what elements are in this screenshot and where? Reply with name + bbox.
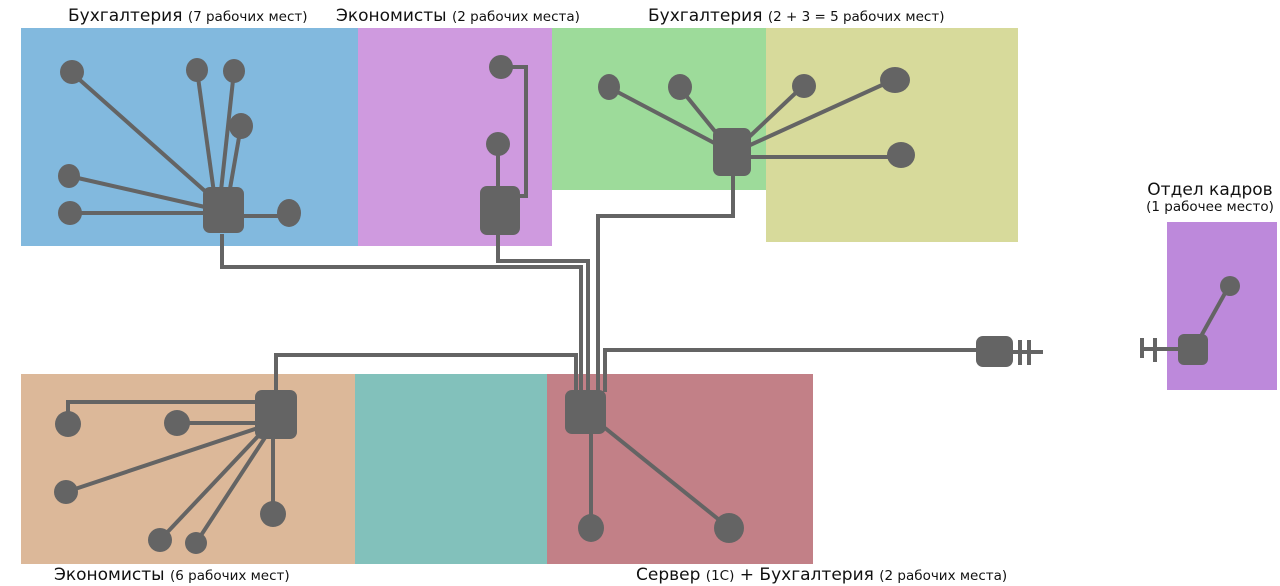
workstation <box>55 411 81 437</box>
wire <box>158 430 264 542</box>
zone-title: Экономисты <box>336 6 447 26</box>
switch-economists-6 <box>255 390 297 439</box>
label-economists-2: Экономисты (2 рабочих места) <box>336 6 580 27</box>
wire <box>68 174 206 209</box>
workstation <box>260 501 286 527</box>
workstation <box>58 201 82 225</box>
wire <box>274 353 578 392</box>
zone-accounting-3 <box>766 28 1018 242</box>
zone-detail: (1 рабочее место) <box>1146 199 1274 215</box>
workstation <box>223 59 245 83</box>
workstation <box>486 132 510 156</box>
workstation <box>58 164 80 188</box>
wire <box>603 348 980 392</box>
zone-economists-2 <box>358 28 552 246</box>
switch-economists-2 <box>480 186 520 235</box>
workstation <box>668 74 692 100</box>
workstation <box>185 532 207 554</box>
switch-accounting-7 <box>203 187 244 233</box>
switch-hr <box>1178 334 1208 365</box>
wire <box>70 71 226 210</box>
workstation <box>164 410 190 436</box>
wire <box>747 78 894 148</box>
zone-title: Бухгалтерия <box>648 6 763 26</box>
workstation <box>277 199 301 227</box>
router-external <box>976 336 1013 367</box>
zone-detail: (1С) <box>705 568 735 584</box>
wire <box>607 85 721 148</box>
label-economists-6: Экономисты (6 рабочих мест) <box>54 565 290 586</box>
switch-central <box>565 390 606 434</box>
workstation <box>148 528 172 552</box>
wire <box>65 426 259 494</box>
wire <box>1198 285 1231 339</box>
zone-economists-6 <box>21 374 355 564</box>
workstation <box>54 480 78 504</box>
workstation <box>186 58 208 82</box>
zone-title: Сервер <box>636 565 701 585</box>
workstation <box>229 113 253 139</box>
workstation <box>880 67 910 93</box>
zone-title: Бухгалтерия <box>68 6 183 26</box>
wire <box>496 234 590 392</box>
workstation <box>714 513 744 543</box>
switch-accounting-5 <box>713 128 751 176</box>
zone-detail: (2 рабочих места) <box>879 568 1008 584</box>
label-server: Сервер (1С) + Бухгалтерия (2 рабочих мес… <box>636 565 1007 586</box>
wire <box>218 70 236 201</box>
workstation <box>598 74 620 100</box>
zone-detail: (7 рабочих мест) <box>187 9 308 25</box>
zone-title: Экономисты <box>54 565 165 585</box>
zone-detail: (2 + 3 = 5 рабочих мест) <box>767 9 945 25</box>
label-accounting-5: Бухгалтерия (2 + 3 = 5 рабочих мест) <box>648 6 944 27</box>
workstation <box>887 142 915 168</box>
wire <box>194 434 268 545</box>
wire <box>746 84 805 140</box>
wire <box>603 426 730 529</box>
wire <box>596 176 735 392</box>
zone-teal <box>355 374 547 564</box>
zone-title: + Бухгалтерия <box>739 565 874 585</box>
workstation <box>60 60 84 84</box>
label-accounting-7: Бухгалтерия (7 рабочих мест) <box>68 6 308 27</box>
zone-detail: (6 рабочих мест) <box>170 568 290 584</box>
workstation <box>489 55 513 79</box>
workstation <box>792 74 816 98</box>
zone-detail: (2 рабочих места) <box>452 9 580 25</box>
zone-title: Отдел кадров <box>1147 180 1273 200</box>
label-hr: Отдел кадров (1 рабочее место) <box>1140 181 1280 215</box>
workstation <box>578 514 604 542</box>
workstation <box>1220 276 1240 296</box>
wire <box>220 234 583 392</box>
wire <box>195 69 217 201</box>
